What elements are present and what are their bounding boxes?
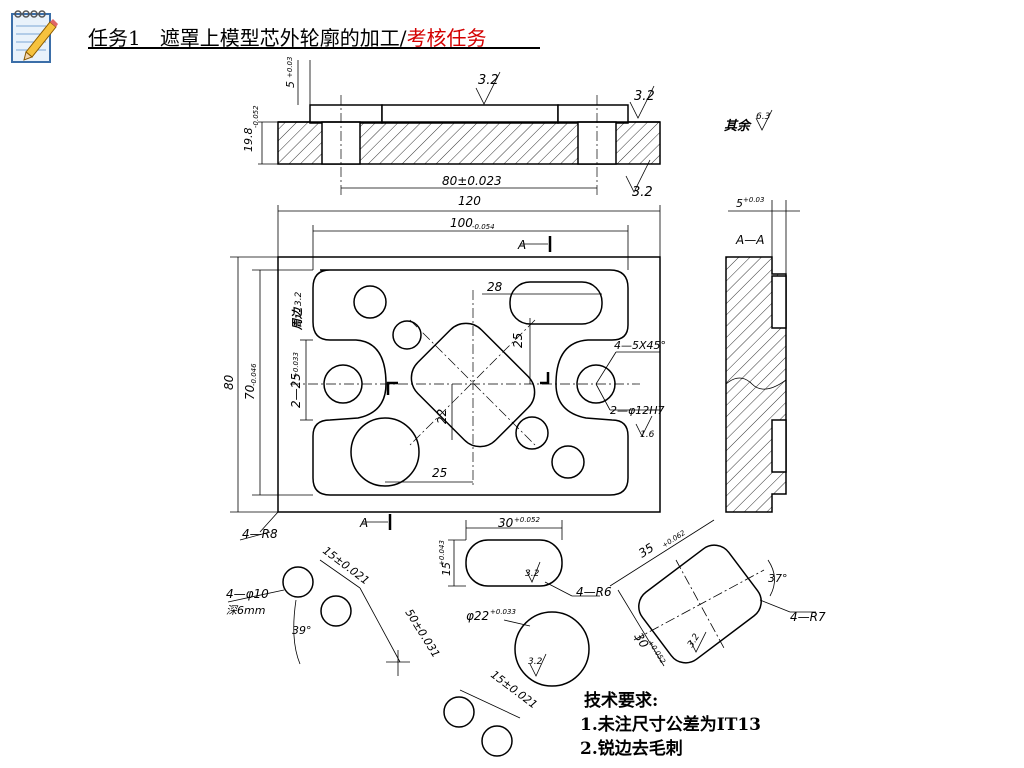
section-depth-tol: +0.03	[743, 196, 764, 204]
dim-top-depth-tol: +0.03	[286, 57, 294, 78]
dim-100-tol: -0.054	[472, 223, 495, 231]
dim-15-slot-tol: +0.043	[438, 540, 446, 566]
title-task: 任务1	[88, 26, 141, 50]
roughness-hole: 1.6	[640, 430, 655, 440]
dim-70: 70	[243, 384, 257, 400]
section-marker-bottom: A	[359, 516, 368, 530]
tech-heading: 技术要求:	[584, 691, 659, 711]
dim-30-slot: 30	[498, 516, 514, 530]
depth-6mm: 深6mm	[226, 604, 265, 617]
side-roughness: 3.2	[294, 291, 304, 306]
tech-item-2: 2.锐边去毛刺	[580, 739, 683, 759]
dim-4r6: 4—R6	[576, 585, 612, 599]
dim-30-slot-tol: +0.052	[514, 516, 540, 524]
tech-item-1: 1.未注尺寸公差为IT13	[580, 715, 762, 735]
front-dimensions	[258, 60, 773, 193]
plan-view	[277, 256, 661, 513]
dim-15-slot: 15	[440, 562, 453, 576]
dim-4r7: 4—R7	[790, 610, 826, 624]
dim-30-rect-tol: +0.052	[646, 639, 667, 666]
dim-100: 100	[450, 216, 473, 230]
plan-centerlines	[290, 290, 640, 485]
roughness-top: 3.2	[478, 73, 499, 88]
dim-80-tol: 80±0.023	[442, 174, 502, 188]
dim-50-031: 50±0.031	[402, 607, 442, 660]
title-assessment: 考核任务	[406, 26, 487, 50]
roughness-right-bottom: 3.2	[632, 185, 653, 200]
dim-22: 22	[435, 409, 449, 424]
dim-height-left: 19.8	[242, 128, 255, 153]
dim-phi22: φ22	[466, 609, 489, 623]
dim-35: 35	[636, 540, 656, 560]
dim-hole-12: 2—φ12H7	[610, 404, 665, 417]
circle-detail	[514, 611, 590, 687]
dim-80-vert: 80	[222, 374, 236, 390]
dim-25-horiz: 25	[432, 466, 447, 480]
hole-pattern-detail	[282, 566, 513, 757]
dim-2-25-tol: +0.033	[292, 352, 300, 378]
dim-4r8: 4—R8	[242, 527, 278, 541]
title-underline	[88, 47, 540, 49]
dim-height-left-tol: -0.052	[252, 105, 260, 128]
dim-39: 39°	[292, 624, 312, 637]
dim-28: 28	[487, 280, 503, 294]
notebook-pencil-icon	[11, 10, 58, 63]
dim-120: 120	[458, 194, 481, 208]
dim-phi10: 4—φ10	[226, 587, 269, 601]
plan-dimensions	[230, 205, 661, 541]
rect-detail	[638, 544, 762, 664]
dim-37: 37°	[768, 572, 788, 585]
section-view	[725, 256, 787, 513]
roughness-slot: 3.2	[525, 569, 540, 579]
rest-value: 6.3	[756, 112, 771, 122]
dim-phi22-tol: +0.033	[490, 608, 516, 616]
rest-label: 其余	[724, 118, 752, 134]
dim-15-021-bottom: 15±0.021	[488, 668, 540, 711]
section-marker-top: A	[517, 238, 526, 252]
section-label: A—A	[735, 233, 764, 247]
dim-2-25: 2—25	[289, 373, 303, 408]
slot-detail	[465, 539, 563, 587]
page-title: 任务1 遮罩上模型芯外轮廓的加工/考核任务	[88, 22, 487, 51]
dim-top-depth: 5	[284, 81, 297, 88]
section-depth: 5	[736, 197, 743, 210]
title-main: 遮罩上模型芯外轮廓的加工/	[159, 26, 407, 50]
side-label: 周边	[291, 306, 304, 331]
front-section-view	[277, 95, 661, 195]
dim-4x45: 4—5X45°	[614, 339, 666, 352]
section-dimensions	[728, 200, 800, 274]
roughness-right-top: 3.2	[634, 89, 655, 104]
dim-25-vert: 25	[511, 333, 525, 348]
dim-70-tol: -0.046	[250, 363, 258, 386]
roughness-rect: 3.2	[686, 632, 702, 650]
roughness-circle: 3.2	[528, 657, 543, 667]
